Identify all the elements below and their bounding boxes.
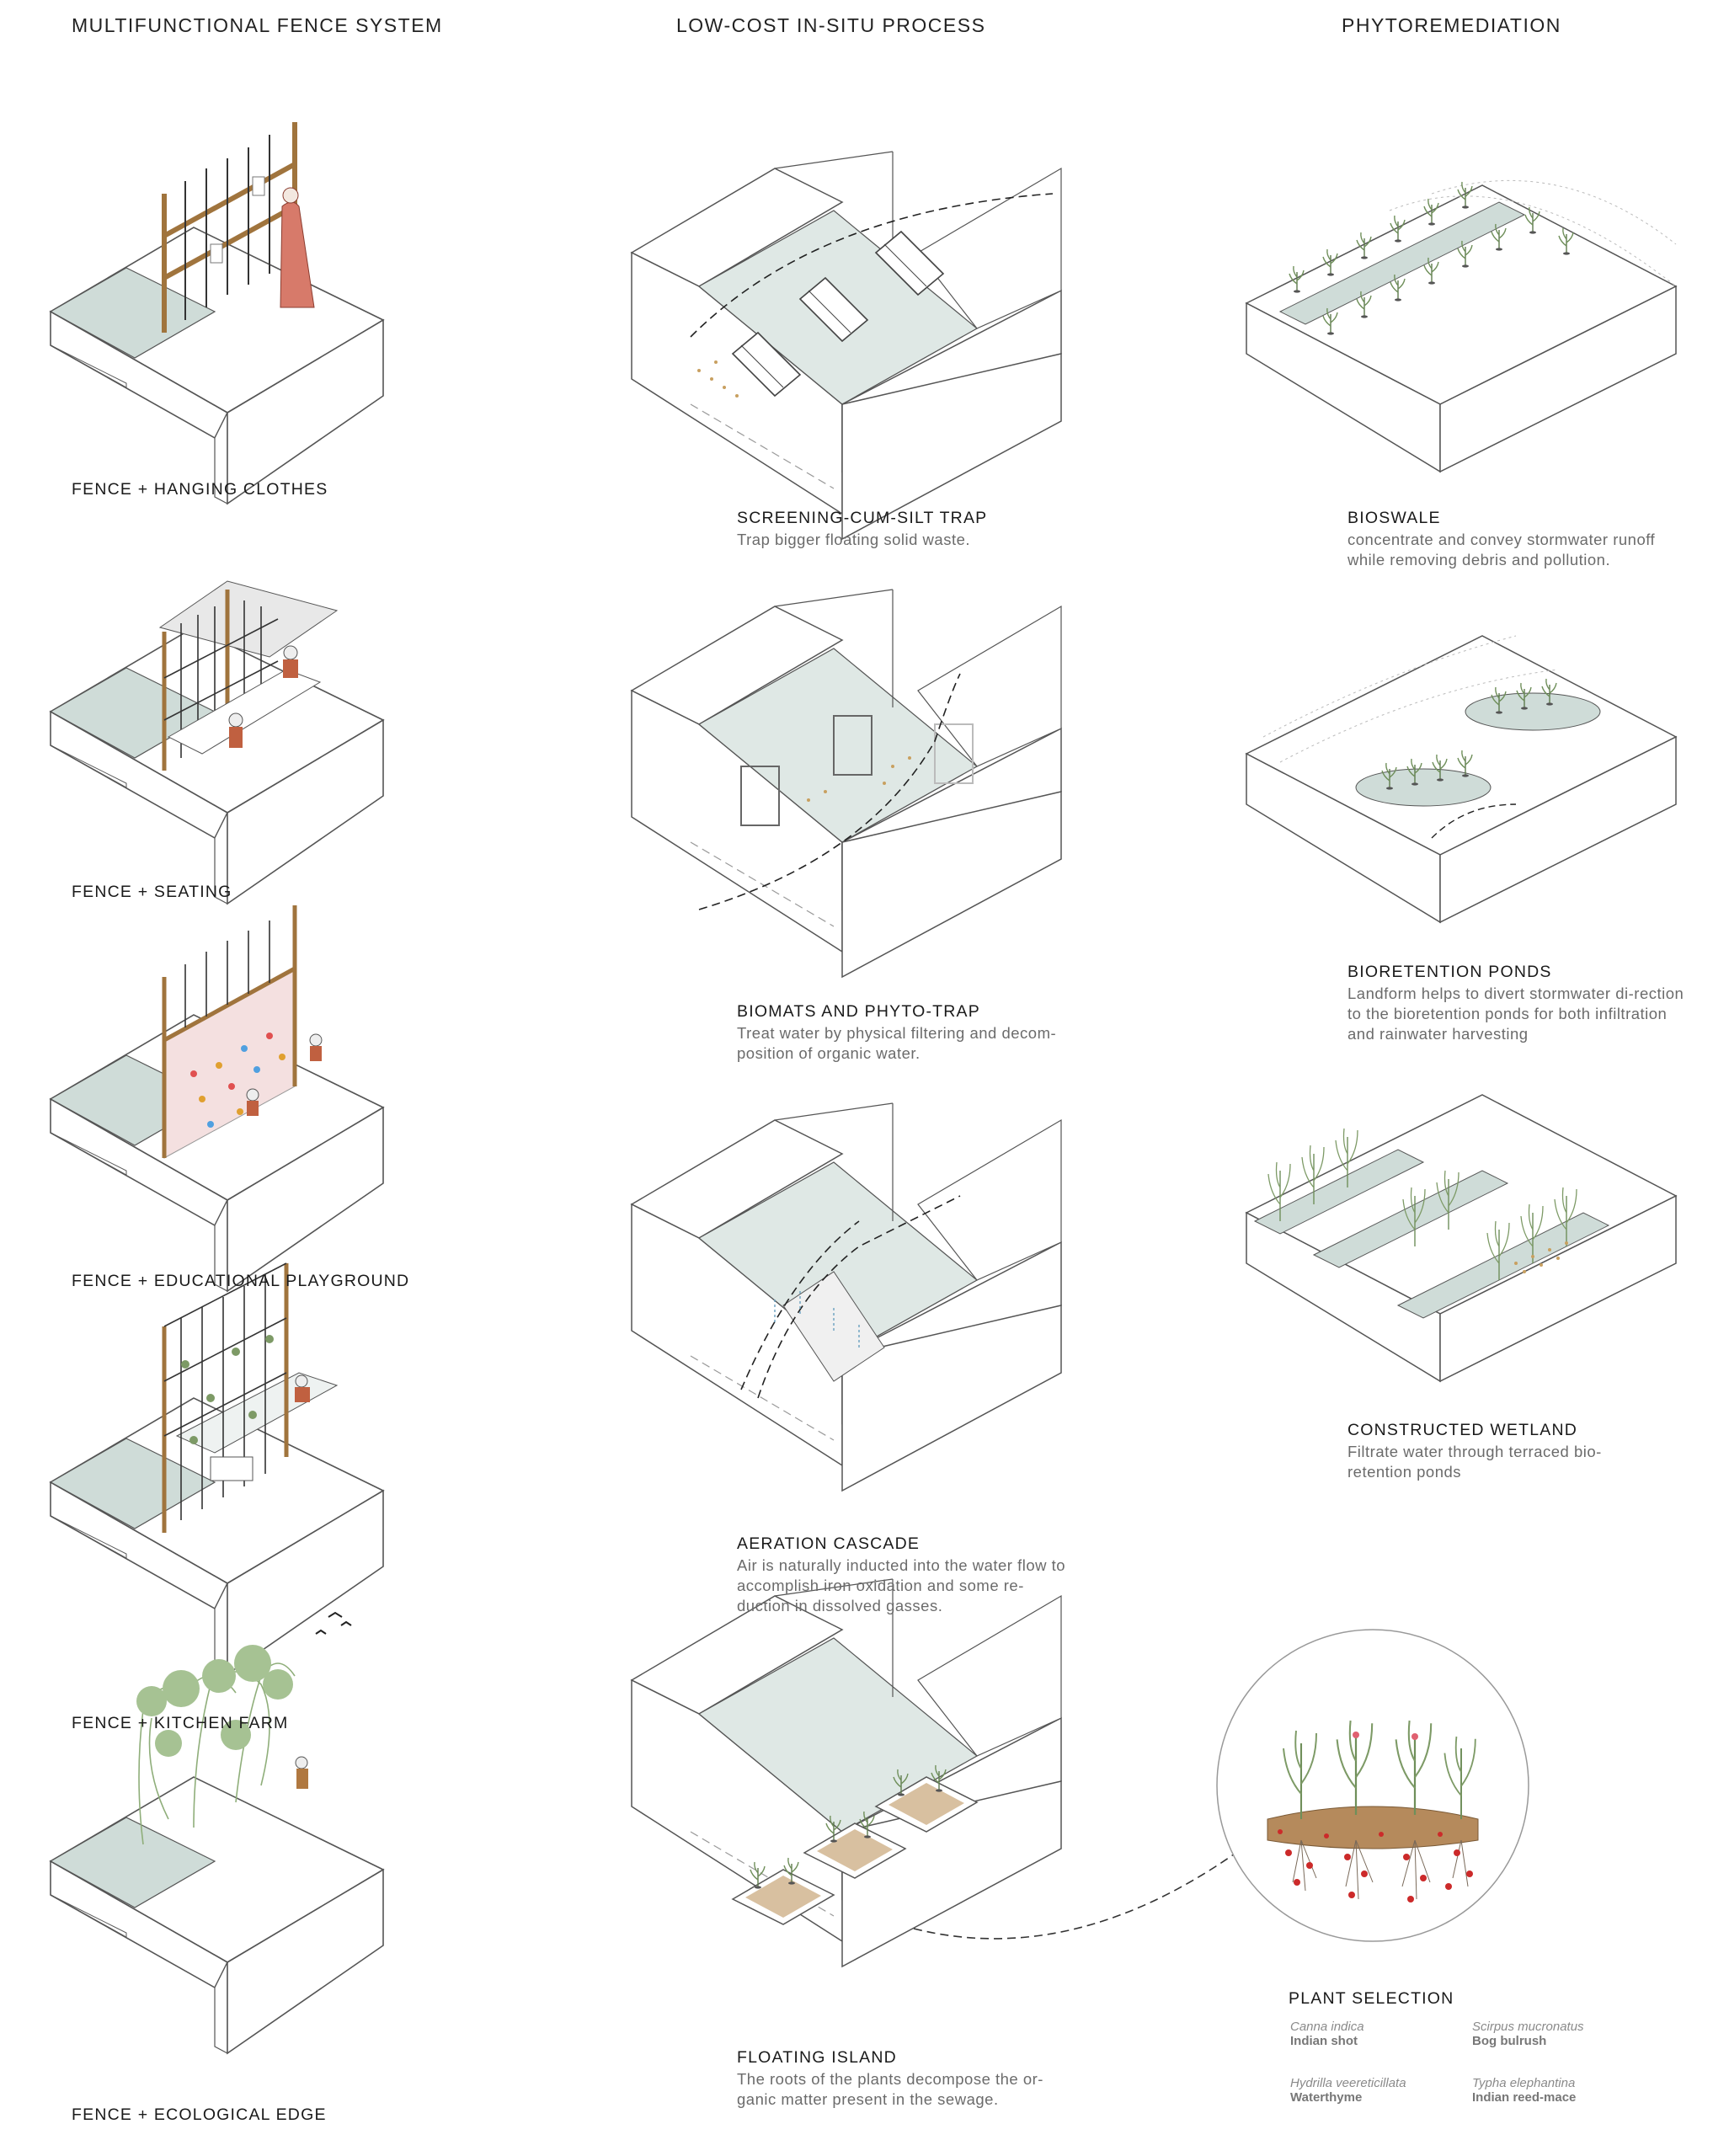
silt-trap-desc: Trap bigger floating solid waste. xyxy=(737,531,971,548)
bioswale-title: BIOSWALE xyxy=(1347,509,1441,527)
insitu-column-heading: LOW-COST IN-SITU PROCESS xyxy=(676,14,986,36)
bioswale-desc: concentrate and convey stormwater runoff… xyxy=(1347,531,1656,568)
fence-label-seating: FENCE + SEATING xyxy=(72,883,232,901)
bioswale-drawing xyxy=(1246,179,1677,472)
biomats-title: BIOMATS AND PHYTO-TRAP xyxy=(737,1002,980,1021)
bioretention-ponds-drawing xyxy=(1246,635,1677,923)
fence-ecological-edge-drawing xyxy=(50,1611,384,2054)
plant-scientific-name: Hydrilla veereticillata xyxy=(1290,2076,1406,2090)
fence-label-educational-playground: FENCE + EDUCATIONAL PLAYGROUND xyxy=(72,1272,410,1290)
fence-kitchen-farm-drawing xyxy=(50,1262,384,1675)
aeration-title: AERATION CASCADE xyxy=(737,1534,921,1553)
plant-selection-circle xyxy=(1216,1629,1529,1942)
plant-canna: Canna indica Indian shot xyxy=(1290,2020,1364,2048)
plant-scientific-name: Scirpus mucronatus xyxy=(1472,2020,1584,2034)
aeration-cascade-drawing xyxy=(631,1102,1062,1492)
plant-common-name: Bog bulrush xyxy=(1472,2034,1547,2048)
aeration-desc: Air is naturally inducted into the water… xyxy=(737,1556,1066,1614)
fence-seating-drawing xyxy=(50,580,384,905)
phyto-item-bioswale: BIOSWALE concentrate and convey stormwat… xyxy=(1347,509,1668,570)
bioretention-title: BIORETENTION PONDS xyxy=(1347,963,1552,981)
fence-column-heading: MULTIFUNCTIONAL FENCE SYSTEM xyxy=(72,14,443,36)
fence-label-kitchen-farm: FENCE + KITCHEN FARM xyxy=(72,1714,289,1732)
plant-scientific-name: Typha elephantina xyxy=(1472,2076,1576,2090)
biomats-phyto-trap-drawing xyxy=(631,589,1062,978)
plant-scientific-name: Canna indica xyxy=(1290,2020,1364,2034)
wetland-title: CONSTRUCTED WETLAND xyxy=(1347,1421,1578,1439)
constructed-wetland-drawing xyxy=(1246,1094,1677,1382)
silt-trap-drawing xyxy=(631,151,1062,540)
phyto-item-bioretention: BIORETENTION PONDS Landform helps to div… xyxy=(1347,963,1684,1044)
plant-common-name: Indian reed-mace xyxy=(1472,2090,1577,2105)
floating-island-title: FLOATING ISLAND xyxy=(737,2048,897,2067)
fence-hanging-clothes-drawing xyxy=(50,122,384,504)
connector-line xyxy=(913,1835,1260,1940)
plant-common-name: Waterthyme xyxy=(1290,2090,1363,2105)
insitu-item-aeration: AERATION CASCADE Air is naturally induct… xyxy=(737,1534,1074,1616)
fence-label-ecological-edge: FENCE + ECOLOGICAL EDGE xyxy=(72,2105,327,2124)
plant-hydrilla: Hydrilla veereticillata Waterthyme xyxy=(1290,2076,1406,2105)
phyto-item-wetland: CONSTRUCTED WETLAND Filtrate water throu… xyxy=(1347,1421,1642,1482)
phyto-column-heading: PHYTOREMEDIATION xyxy=(1342,14,1561,36)
bioretention-desc: Landform helps to divert stormwater di-r… xyxy=(1347,985,1684,1043)
wetland-desc: Filtrate water through terraced bio-rete… xyxy=(1347,1443,1602,1481)
plant-typha: Typha elephantina Indian reed-mace xyxy=(1472,2076,1576,2105)
insitu-item-silt-trap: SCREENING-CUM-SILT TRAP Trap bigger floa… xyxy=(737,509,1074,550)
biomats-desc: Treat water by physical filtering and de… xyxy=(737,1024,1057,1062)
plant-common-name: Indian shot xyxy=(1290,2034,1358,2048)
silt-trap-title: SCREENING-CUM-SILT TRAP xyxy=(737,509,988,527)
floating-island-drawing xyxy=(631,1578,1062,1967)
insitu-item-biomats: BIOMATS AND PHYTO-TRAP Treat water by ph… xyxy=(737,1002,1074,1064)
plant-selection-title: PLANT SELECTION xyxy=(1289,1989,1454,2008)
floating-island-desc: The roots of the plants decompose the or… xyxy=(737,2070,1043,2108)
fence-playground-drawing xyxy=(50,905,384,1292)
plant-scirpus: Scirpus mucronatus Bog bulrush xyxy=(1472,2020,1584,2048)
fence-label-hanging-clothes: FENCE + HANGING CLOTHES xyxy=(72,480,328,499)
insitu-item-floating-island: FLOATING ISLAND The roots of the plants … xyxy=(737,2048,1074,2110)
